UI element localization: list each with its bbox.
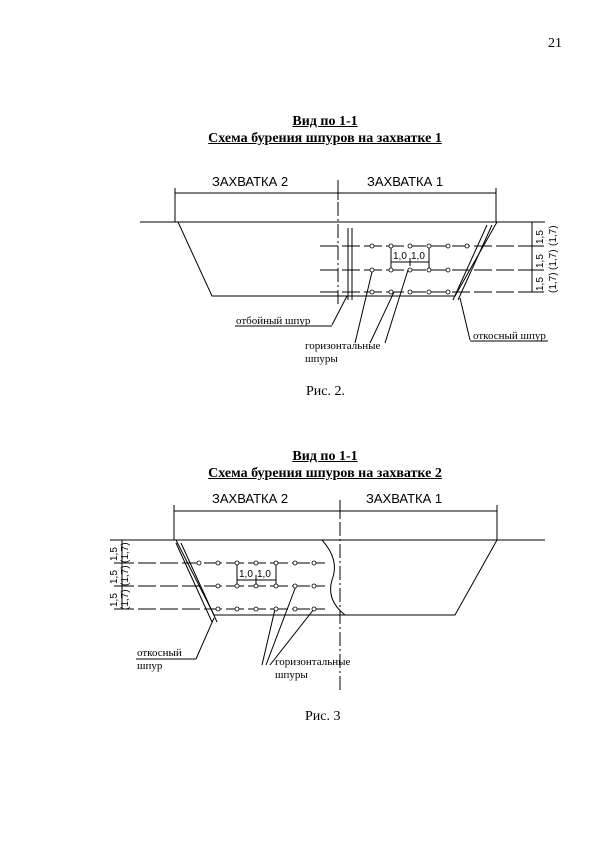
vdim-a: 1,5 xyxy=(535,230,546,244)
label-slope-1: откосный xyxy=(137,647,182,659)
spacing-label-2: 1,0 xyxy=(411,251,425,262)
vdim-d: (1,7) xyxy=(120,542,131,563)
page-number: 21 xyxy=(548,36,562,51)
figure1-caption: Рис. 2. xyxy=(306,384,345,399)
zone-left-label: ЗАХВАТКА 2 xyxy=(212,174,288,189)
excavation-contour xyxy=(177,221,498,297)
spacing-label-1: 1,0 xyxy=(239,569,253,580)
vdim-b: 1,5 xyxy=(109,570,120,584)
vdim-c: 1,5 xyxy=(535,277,546,291)
label-slope-2: шпур xyxy=(137,660,163,672)
label-break-hole: отбойный шпур xyxy=(236,315,311,327)
vdim-e: (1,7) xyxy=(548,249,559,270)
spacing-label-1: 1,0 xyxy=(393,251,407,262)
figure1-diagram: ЗАХВАТКА 2 ЗАХВАТКА 1 1,0 1,0 1,5 1,5 1,… xyxy=(140,174,559,365)
vdim-a: 1,5 xyxy=(109,547,120,561)
vdim-d: (1,7) xyxy=(548,225,559,246)
label-horizontal-1: горизонтальные xyxy=(275,656,350,668)
hole-points xyxy=(369,243,470,295)
zone-left-label: ЗАХВАТКА 2 xyxy=(212,491,288,506)
zone-right-label: ЗАХВАТКА 1 xyxy=(367,174,443,189)
label-horizontal-1: горизонтальные xyxy=(305,340,380,352)
figure1-title: Вид по 1-1 xyxy=(292,114,358,129)
vdim-e: (1,7) xyxy=(120,565,131,586)
label-slope-hole: откосный шпур xyxy=(473,330,546,342)
figure2-caption: Рис. 3 xyxy=(305,709,341,724)
label-horizontal-2: шпуры xyxy=(305,353,338,365)
figure2-subtitle: Схема бурения шпуров на захватке 2 xyxy=(208,466,442,481)
spacing-label-2: 1,0 xyxy=(257,569,271,580)
hole-points xyxy=(196,560,317,612)
figure2-diagram: ЗАХВАТКА 2 ЗАХВАТКА 1 1,0 1,0 1,5 1,5 1,… xyxy=(109,491,545,690)
label-horizontal-2: шпуры xyxy=(275,669,308,681)
vdim-c: 1,5 xyxy=(109,593,120,607)
excavation-contour xyxy=(175,539,498,616)
figure2-title: Вид по 1-1 xyxy=(292,449,358,464)
vdim-f: (1,7) xyxy=(120,589,131,610)
vdim-f: (1,7) xyxy=(548,272,559,293)
zone-right-label: ЗАХВАТКА 1 xyxy=(366,491,442,506)
figure1-subtitle: Схема бурения шпуров на захватке 1 xyxy=(208,131,442,146)
vdim-b: 1,5 xyxy=(535,254,546,268)
